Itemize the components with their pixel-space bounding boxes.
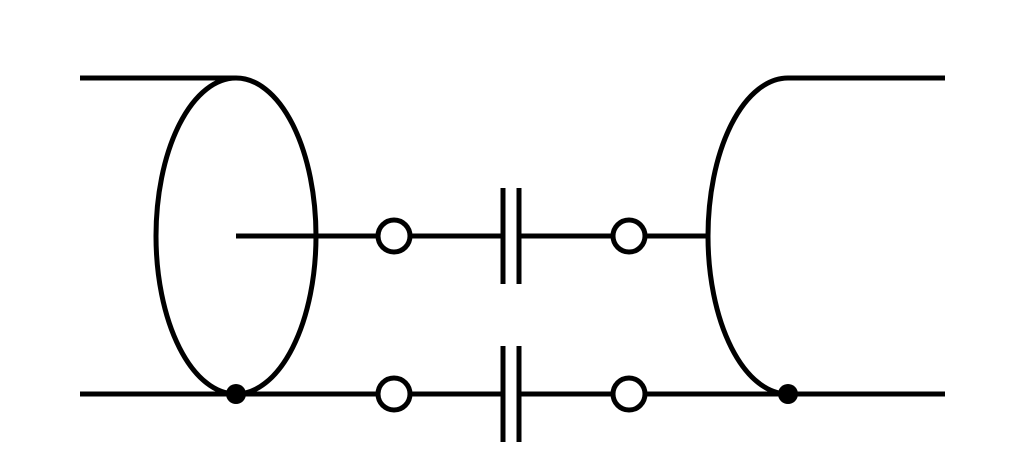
terminal-circle xyxy=(375,375,413,413)
shield-conductor-path xyxy=(80,346,945,442)
terminal-circle xyxy=(375,217,413,255)
junction-dot xyxy=(226,384,246,404)
terminal-circle xyxy=(610,217,648,255)
center-conductor-path xyxy=(236,188,710,284)
junction-dot xyxy=(778,384,798,404)
right-cable-end-curve xyxy=(705,75,945,397)
right-coax-cable xyxy=(705,75,945,397)
terminal-circle xyxy=(610,375,648,413)
